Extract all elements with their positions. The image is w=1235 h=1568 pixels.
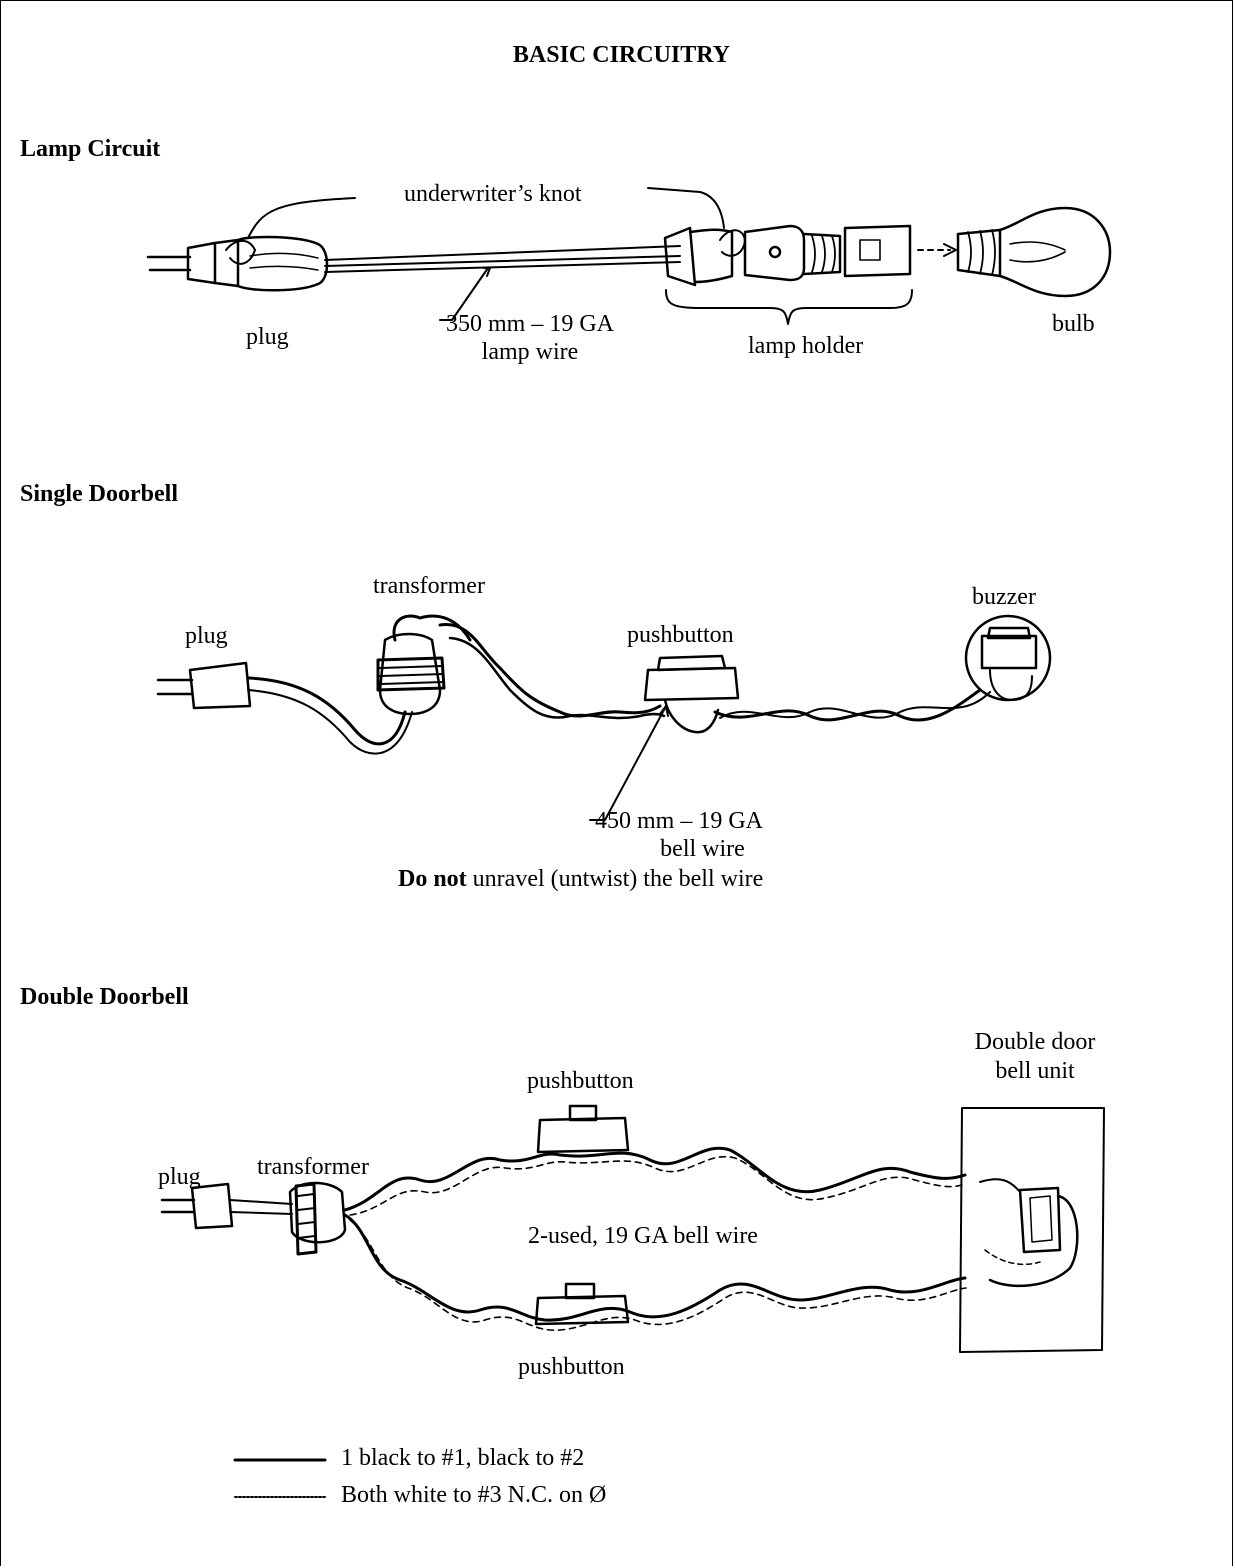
double-wire-label: 2-used, 19 GA bell wire [528, 1223, 758, 1249]
bell-wire-label-2: bell wire [660, 836, 745, 862]
lamp-circuit-diagram [146, 187, 1112, 325]
bulb-label: bulb [1052, 311, 1095, 337]
single-doorbell-heading: Single Doorbell [20, 481, 179, 507]
lamp-plug-icon [146, 235, 329, 292]
lamp-plug-label: plug [246, 324, 289, 350]
bell-unit-label-1: Double door [974, 1029, 1096, 1055]
note-emphasis: Do not [398, 866, 467, 892]
double-transformer-icon [288, 1181, 347, 1256]
buzzer-label: buzzer [972, 584, 1036, 610]
single-doorbell-diagram [156, 614, 1052, 821]
lamp-wire-label-2: lamp wire [481, 339, 579, 365]
bell-unit-label-2: bell unit [995, 1058, 1075, 1084]
double-bell-unit-icon [959, 1107, 1105, 1353]
lamp-holder-label: lamp holder [748, 333, 864, 359]
top-pushbutton-label: pushbutton [527, 1068, 634, 1094]
lamp-circuit-heading: Lamp Circuit [20, 136, 161, 162]
bottom-pushbutton-icon [534, 1282, 630, 1326]
double-doorbell-heading: Double Doorbell [20, 984, 189, 1010]
single-pushbutton-label: pushbutton [627, 622, 734, 648]
single-doorbell-note: Do not unravel (untwist) the bell wire [398, 866, 763, 894]
single-plug-icon [156, 661, 252, 710]
bell-wire-label-1: 450 mm – 19 GA [595, 808, 763, 834]
buzzer-icon [964, 614, 1052, 702]
page-title: BASIC CIRCUITRY [512, 42, 731, 68]
single-transformer-label: transformer [373, 573, 485, 599]
legend-solid-text: 1 black to #1, black to #2 [341, 1445, 585, 1471]
legend-swatches [233, 1458, 327, 1498]
lamp-wire-label-1: 350 mm – 19 GA [446, 311, 614, 337]
single-transformer-icon [376, 614, 472, 716]
bulb-icon [956, 206, 1112, 298]
double-doorbell-diagram [160, 1104, 1105, 1353]
note-text: unravel (untwist) the bell wire [466, 866, 764, 892]
top-pushbutton-icon [536, 1104, 630, 1154]
lamp-holder-icon [663, 224, 912, 287]
bottom-pushbutton-label: pushbutton [518, 1354, 625, 1380]
single-pushbutton-icon [643, 654, 740, 734]
double-transformer-label: transformer [257, 1154, 369, 1180]
double-plug-icon [160, 1182, 234, 1230]
legend-dotted-text: Both white to #3 N.C. on Ø [341, 1482, 607, 1508]
single-plug-label: plug [185, 623, 228, 649]
double-plug-label: plug [158, 1164, 201, 1190]
lamp-knot-label: underwriter’s knot [404, 181, 582, 207]
